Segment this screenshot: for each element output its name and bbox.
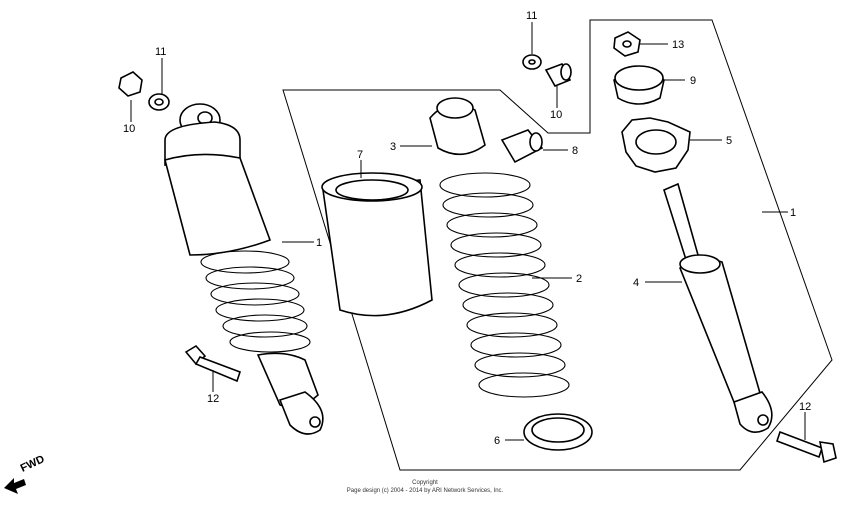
callout-12-right: 12 [799,401,811,413]
part-12-bolt-right [775,430,837,464]
part-13-nut [613,31,641,57]
callout-11-left: 11 [155,46,166,58]
part-2-coil-spring [439,172,570,398]
part-9-rubber-bushing [613,65,665,105]
part-10-nut-left [118,71,143,97]
copyright-line-1: Copyright [412,480,438,486]
part-6-lower-seat [523,413,593,451]
fwd-arrow-icon [4,478,26,494]
callout-13: 13 [672,39,684,51]
callout-3: 3 [390,141,396,153]
callout-5: 5 [726,135,732,147]
copyright-line-2: Page design (c) 2004 - 2014 by ARI Netwo… [346,488,504,494]
callout-12-left: 12 [207,393,219,405]
part-11-washer-left [148,93,170,111]
callout-1-left: 1 [316,237,322,249]
part-7-dust-cover [321,172,433,317]
callout-6: 6 [494,435,500,447]
callout-9: 9 [690,75,696,87]
assembled-shock-absorber [164,103,324,435]
part-3-spring-seat [429,97,486,156]
callout-11-right: 11 [526,10,537,22]
callout-10-left: 10 [123,123,135,135]
callout-10-right: 10 [550,109,562,121]
callout-2: 2 [576,273,582,285]
part-11-washer-right [522,54,542,70]
part-8-bushing [500,129,544,164]
part-12-bolt-left [184,344,242,383]
callout-4: 4 [633,277,639,289]
assembly-frame [282,19,833,471]
leader-lines [130,22,806,441]
part-4-damper [663,182,773,433]
callout-8: 8 [572,145,578,157]
callout-1-right: 1 [790,207,796,219]
callout-7: 7 [357,149,363,161]
part-5-retainer [621,117,691,173]
part-10-collar-right [544,62,572,88]
